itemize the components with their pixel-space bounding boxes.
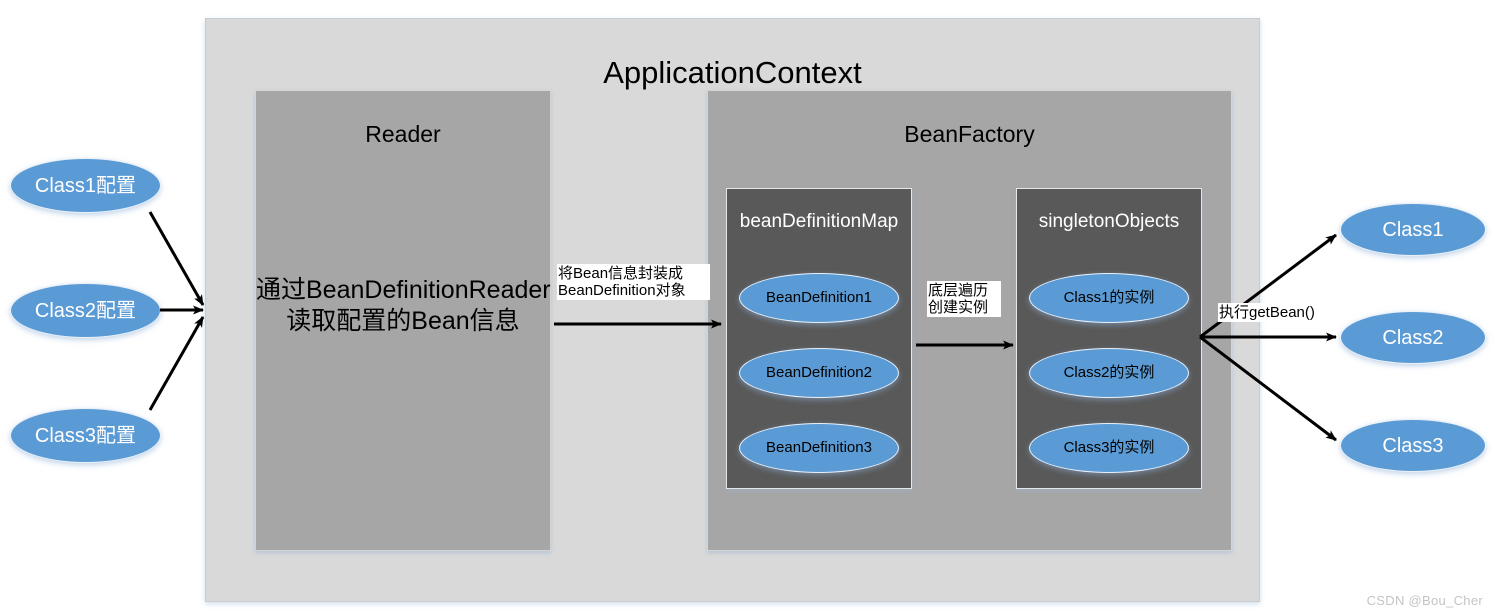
bean-definition-3-node[interactable]: BeanDefinition3 [739, 423, 899, 473]
edge-label-reader-to-map: 将Bean信息封装成 BeanDefinition对象 [557, 264, 710, 301]
class1-instance-node[interactable]: Class1的实例 [1029, 273, 1189, 323]
application-context-title: ApplicationContext [603, 55, 862, 90]
bean-definition-2-node[interactable]: BeanDefinition2 [739, 348, 899, 398]
bean-definition-map-title: beanDefinitionMap [739, 211, 899, 232]
arrow-class1-config-to-reader [148, 211, 205, 306]
class3-instance-node[interactable]: Class3的实例 [1029, 423, 1189, 473]
reader-body-line-2: 读取配置的Bean信息 [286, 307, 520, 336]
bean-definition-1-node[interactable]: BeanDefinition1 [739, 273, 899, 323]
csdn-watermark: CSDN @Bou_Cher [1366, 593, 1483, 608]
reader-body-text: 通过BeanDefinitionReader 读取配置的Bean信息 [256, 275, 551, 338]
class3-output-node[interactable]: Class3 [1340, 419, 1486, 472]
class2-config-node[interactable]: Class2配置 [10, 283, 161, 338]
edge-label-singletons-to-outputs: 执行getBean() [1218, 303, 1316, 323]
singleton-objects-title: singletonObjects [1038, 211, 1180, 232]
reader-panel-title: Reader [365, 121, 441, 147]
edge-label-map-to-singletons: 底层遍历 创建实例 [927, 281, 1001, 318]
reader-body-line-1: 通过BeanDefinitionReader [256, 276, 551, 304]
class1-output-node[interactable]: Class1 [1340, 203, 1486, 256]
class2-instance-node[interactable]: Class2的实例 [1029, 348, 1189, 398]
arrow-class3-config-to-reader [148, 316, 205, 411]
class2-output-node[interactable]: Class2 [1340, 311, 1486, 364]
class1-config-node[interactable]: Class1配置 [10, 158, 161, 213]
bean-factory-panel-title: BeanFactory [904, 121, 1035, 147]
reader-panel: Reader 通过BeanDefinitionReader 读取配置的Bean信… [255, 90, 551, 551]
class3-config-node[interactable]: Class3配置 [10, 408, 161, 463]
